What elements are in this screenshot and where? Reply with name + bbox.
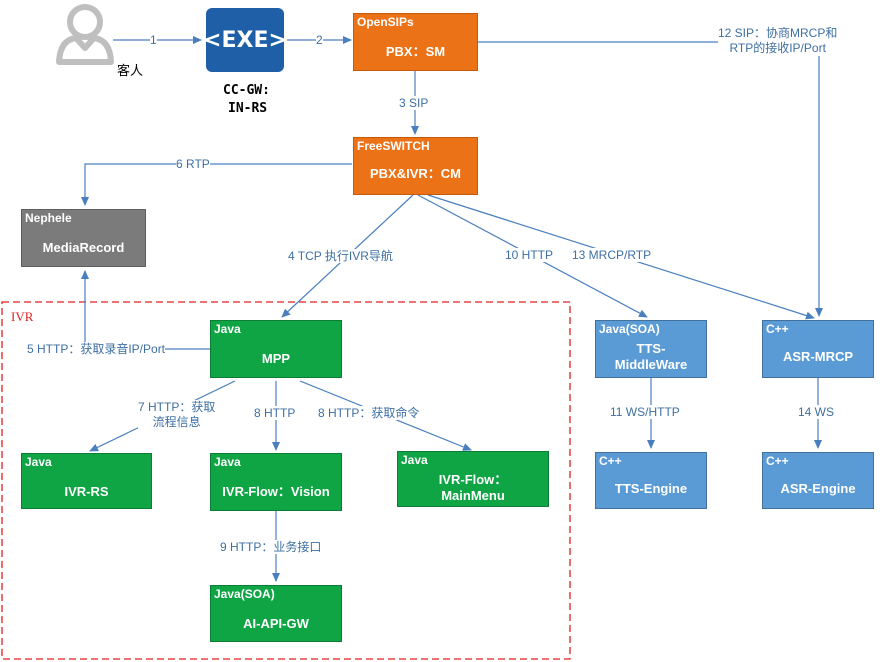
ivr-flow-mainmenu-header: Java <box>401 453 428 467</box>
edge-12-label-line1: 12 SIP：协商MRCP和 <box>718 26 838 40</box>
nephele-header: Nephele <box>25 211 72 225</box>
tts-engine-header: C++ <box>599 454 622 468</box>
edge-7-label: 7 HTTP：获取 流程信息 <box>138 400 216 430</box>
ivr-flow-mainmenu-node[interactable]: Java IVR-Flow： MainMenu <box>397 451 549 507</box>
nephele-node[interactable]: Nephele MediaRecord <box>21 209 146 267</box>
tts-middleware-body-line2: MiddleWare <box>614 357 688 372</box>
ivr-flow-vision-header: Java <box>214 455 241 469</box>
asr-mrcp-header: C++ <box>766 322 789 336</box>
asr-engine-body: ASR-Engine <box>780 481 856 496</box>
edge-12-label-line2: RTP的接收IP/Port <box>729 41 826 55</box>
edge-4-label: 4 TCP 执行IVR导航 <box>288 249 393 263</box>
tts-engine-body: TTS-Engine <box>614 481 688 496</box>
edge-7-label-line2: 流程信息 <box>152 415 201 429</box>
ivr-flow-mainmenu-body-line1: IVR-Flow： <box>438 472 508 487</box>
edge-6 <box>81 163 352 206</box>
edge-10-label: 10 HTTP <box>505 248 554 262</box>
tts-middleware-node[interactable]: Java(SOA) TTS- MiddleWare <box>595 320 707 378</box>
asr-mrcp-node[interactable]: C++ ASR-MRCP <box>762 320 874 378</box>
asr-engine-node[interactable]: C++ ASR-Engine <box>762 452 874 509</box>
edge-5-label: 5 HTTP：获取录音IP/Port <box>27 342 166 356</box>
edge-7-label-line1: 7 HTTP：获取 <box>138 400 216 414</box>
ivr-rs-body: IVR-RS <box>64 484 109 499</box>
gateway-label-line1: CC-GW: <box>223 83 270 98</box>
mpp-node[interactable]: Java MPP <box>210 320 342 378</box>
asr-engine-header: C++ <box>766 454 789 468</box>
ai-api-gw-header: Java(SOA) <box>214 587 275 601</box>
ivr-flow-vision-node[interactable]: Java IVR-Flow：Vision <box>210 453 342 511</box>
ivr-group-title: IVR <box>11 309 34 324</box>
ai-api-gw-node[interactable]: Java(SOA) AI-API-GW <box>210 585 342 642</box>
svg-text:<EXE>: <EXE> <box>203 28 287 53</box>
gateway-label-line2: IN-RS <box>228 101 268 116</box>
edge-12 <box>478 41 823 317</box>
opensips-header: OpenSIPs <box>357 15 414 29</box>
edge-6-label: 6 RTP <box>176 157 210 171</box>
tts-engine-node[interactable]: C++ TTS-Engine <box>595 452 707 509</box>
ivr-rs-node[interactable]: Java IVR-RS <box>21 453 152 509</box>
edge-11-label: 11 WS/HTTP <box>610 405 680 419</box>
edge-1-label: 1 <box>150 33 157 47</box>
freeswitch-node[interactable]: FreeSWITCH PBX&IVR：CM <box>353 137 478 195</box>
mpp-header: Java <box>214 322 241 336</box>
ivr-rs-header: Java <box>25 455 52 469</box>
ivr-flow-mainmenu-body-line2: MainMenu <box>441 488 505 503</box>
opensips-body: PBX：SM <box>385 44 446 59</box>
tts-middleware-header: Java(SOA) <box>599 322 660 336</box>
edge-9-label: 9 HTTP：业务接口 <box>220 540 322 554</box>
mpp-body: MPP <box>261 351 291 366</box>
edge-3-label: 3 SIP <box>399 96 429 110</box>
edge-2-label: 2 <box>316 33 323 47</box>
ai-api-gw-body: AI-API-GW <box>243 616 309 631</box>
edge-8b-label: 8 HTTP：获取命令 <box>318 406 420 420</box>
edge-5 <box>81 270 210 350</box>
edge-12-label: 12 SIP：协商MRCP和 RTP的接收IP/Port <box>718 26 838 56</box>
tts-middleware-body-line1: TTS- <box>636 341 666 356</box>
user-icon <box>56 4 114 65</box>
edge-13-label: 13 MRCP/RTP <box>572 248 652 262</box>
edge-14-label: 14 WS <box>798 405 835 419</box>
opensips-node[interactable]: OpenSIPs PBX：SM <box>353 13 478 71</box>
edge-8a-label: 8 HTTP <box>254 406 296 420</box>
freeswitch-header: FreeSWITCH <box>357 139 430 153</box>
nephele-body: MediaRecord <box>42 240 125 255</box>
ivr-flow-vision-body: IVR-Flow：Vision <box>222 484 330 499</box>
asr-mrcp-body: ASR-MRCP <box>782 349 854 364</box>
guest-label: 客人 <box>117 63 144 78</box>
freeswitch-body: PBX&IVR：CM <box>369 166 461 181</box>
exe-logo-icon: <EXE> <box>203 8 287 72</box>
